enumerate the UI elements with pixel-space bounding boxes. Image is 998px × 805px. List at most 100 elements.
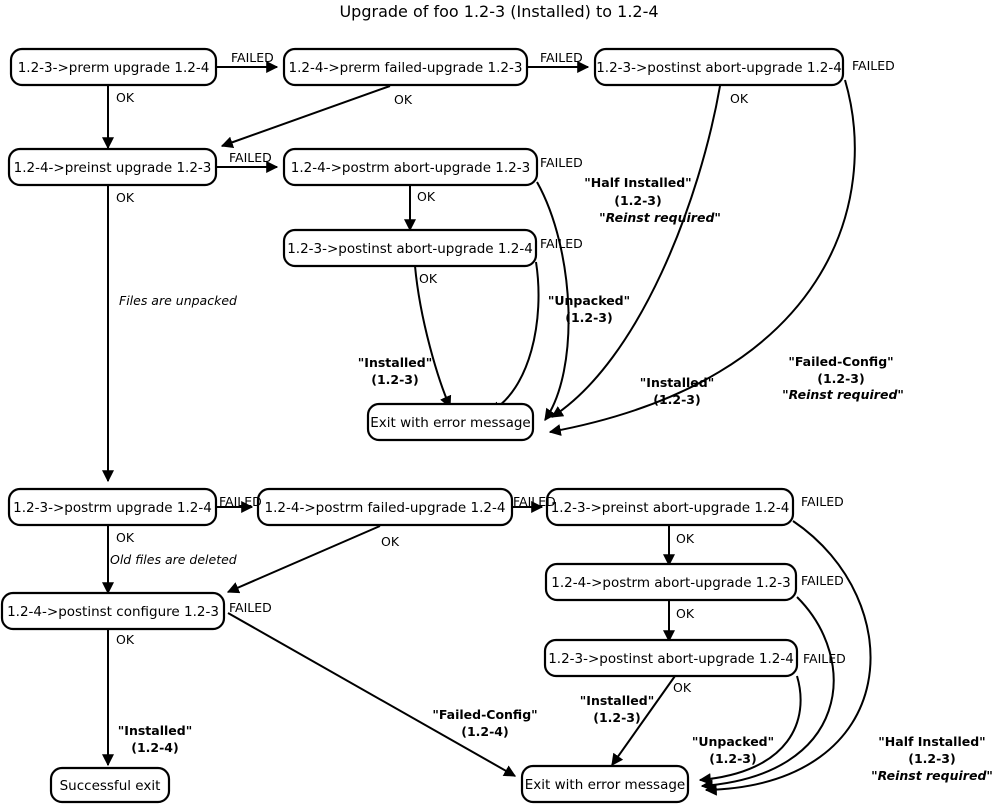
edge-n6-exit1-ok <box>414 265 452 409</box>
node-n8-label: 1.2-3->postrm upgrade 1.2-4 <box>13 500 212 516</box>
edge-n13-exit2-failed <box>227 612 517 777</box>
state-installed-bot-line1: "Installed" <box>580 693 654 708</box>
edge-label-n3-failed: FAILED <box>852 58 895 73</box>
node-n12[interactable]: 1.2-3->postinst abort-upgrade 1.2-4 <box>543 638 799 678</box>
node-n9[interactable]: 1.2-4->postrm failed-upgrade 1.2-4 <box>256 487 514 527</box>
state-half-installed-bot-line1: "Half Installed" <box>878 734 985 749</box>
state-half-installed-top-line2: (1.2-3) <box>614 193 661 208</box>
node-n11-label: 1.2-4->postrm abort-upgrade 1.2-3 <box>551 575 790 591</box>
node-n15-success[interactable]: Successful exit <box>49 766 171 804</box>
state-half-installed-top-line1: "Half Installed" <box>584 175 691 190</box>
edge-label-n8-n13-ok: OK <box>116 530 135 545</box>
state-failed-config-bot-line1: "Failed-Config" <box>432 707 537 722</box>
edge-label-n9-n13-ok: OK <box>381 534 400 549</box>
edge-label-n9-n10-failed: FAILED <box>513 494 556 509</box>
node-n15-label: Successful exit <box>60 778 161 794</box>
node-n6[interactable]: 1.2-3->postinst abort-upgrade 1.2-4 <box>282 228 538 268</box>
node-n10[interactable]: 1.2-3->preinst abort-upgrade 1.2-4 <box>545 487 795 527</box>
edge-label-n13-failed: FAILED <box>229 600 272 615</box>
node-n4[interactable]: 1.2-4->preinst upgrade 1.2-3 <box>7 147 218 187</box>
state-half-installed-top: "Half Installed" (1.2-3) "Reinst require… <box>584 175 721 225</box>
edge-label-n6-failed: FAILED <box>540 236 583 251</box>
node-n1[interactable]: 1.2-3->prerm upgrade 1.2-4 <box>9 47 218 87</box>
state-installed-top-left: "Installed" (1.2-3) <box>358 355 432 387</box>
edge-label-n4-n5-failed: FAILED <box>229 150 272 165</box>
edge-n2-n4-ok <box>220 85 391 149</box>
edge-label-n11-n12-ok: OK <box>676 606 695 621</box>
edge-label-n4-n8-ok: OK <box>116 190 135 205</box>
node-n2-label: 1.2-4->prerm failed-upgrade 1.2-3 <box>289 60 523 76</box>
edge-label-n2-n3-failed: FAILED <box>540 50 583 65</box>
state-installed-success-line1: "Installed" <box>118 723 192 738</box>
node-n5-label: 1.2-4->postrm abort-upgrade 1.2-3 <box>291 160 530 176</box>
state-failed-config-top-line3: "Reinst required" <box>782 387 904 402</box>
state-failed-config-top-line1: "Failed-Config" <box>788 354 893 369</box>
node-n13-label: 1.2-4->postinst configure 1.2-3 <box>7 604 219 620</box>
state-unpacked-bottom: "Unpacked" (1.2-3) <box>692 734 774 766</box>
node-n3[interactable]: 1.2-3->postinst abort-upgrade 1.2-4 <box>593 47 845 87</box>
state-half-installed-bot-line3: "Reinst required" <box>871 768 993 783</box>
edge-n10-exit2-failed <box>704 520 872 796</box>
edge-label-n3-ok: OK <box>730 91 749 106</box>
edge-label-n12-ok: OK <box>673 680 692 695</box>
edge-label-n8-n9-failed: FAILED <box>219 494 262 509</box>
node-n2[interactable]: 1.2-4->prerm failed-upgrade 1.2-3 <box>282 47 529 87</box>
edge-label-n5-n6-ok: OK <box>417 189 436 204</box>
state-unpacked-top: "Unpacked" (1.2-3) <box>548 293 630 325</box>
edge-n12-exit2-failed <box>698 675 802 786</box>
state-unpacked-bot-line2: (1.2-3) <box>709 751 756 766</box>
edge-n3-exit1-ok <box>550 85 721 418</box>
node-n4-label: 1.2-4->preinst upgrade 1.2-3 <box>14 160 212 176</box>
edge-label-n2-n4-ok: OK <box>394 92 413 107</box>
state-failed-config-top: "Failed-Config" (1.2-3) "Reinst required… <box>782 354 904 402</box>
state-unpacked-bot-line1: "Unpacked" <box>692 734 774 749</box>
state-half-installed-bot-line2: (1.2-3) <box>908 751 955 766</box>
edge-label-n12-failed: FAILED <box>803 651 846 666</box>
note-old-files-deleted: Old files are deleted <box>110 552 237 567</box>
edge-label-n10-n11-ok: OK <box>676 531 695 546</box>
state-installed-bot-line2: (1.2-3) <box>593 710 640 725</box>
edge-label-n5-failed: FAILED <box>540 155 583 170</box>
node-n5[interactable]: 1.2-4->postrm abort-upgrade 1.2-3 <box>282 147 539 187</box>
state-installed-top-right-line1: "Installed" <box>640 375 714 390</box>
node-n7-label: Exit with error message <box>370 415 530 431</box>
edge-label-n1-n4-ok: OK <box>116 90 135 105</box>
state-half-installed-bottom: "Half Installed" (1.2-3) "Reinst require… <box>871 734 993 783</box>
node-n14-exit[interactable]: Exit with error message <box>520 764 690 804</box>
state-installed-success-line2: (1.2-4) <box>131 740 178 755</box>
state-installed-top-right: "Installed" (1.2-3) <box>640 375 714 407</box>
node-n13[interactable]: 1.2-4->postinst configure 1.2-3 <box>0 591 226 631</box>
node-n6-label: 1.2-3->postinst abort-upgrade 1.2-4 <box>287 241 533 257</box>
node-n14-label: Exit with error message <box>525 777 685 793</box>
edge-label-n10-failed: FAILED <box>801 494 844 509</box>
edge-n3-exit1-failed <box>548 79 856 436</box>
edge-n5-exit1-failed <box>536 181 570 421</box>
edge-label-n1-n2-failed: FAILED <box>231 50 274 65</box>
edge-label-n11-failed: FAILED <box>801 573 844 588</box>
page-title: Upgrade of foo 1.2-3 (Installed) to 1.2-… <box>339 2 659 21</box>
node-n11[interactable]: 1.2-4->postrm abort-upgrade 1.2-3 <box>544 562 798 602</box>
node-n1-label: 1.2-3->prerm upgrade 1.2-4 <box>18 60 210 76</box>
state-installed-success: "Installed" (1.2-4) <box>118 723 192 755</box>
node-n12-label: 1.2-3->postinst abort-upgrade 1.2-4 <box>548 651 794 667</box>
edge-label-n13-n15-ok: OK <box>116 632 135 647</box>
node-n8[interactable]: 1.2-3->postrm upgrade 1.2-4 <box>7 487 218 527</box>
state-installed-top-right-line2: (1.2-3) <box>653 392 700 407</box>
state-failed-config-bot-line2: (1.2-4) <box>461 724 508 739</box>
edge-n6-exit1-failed <box>488 261 540 413</box>
edge-n9-n13-ok <box>226 525 381 594</box>
state-unpacked-top-line1: "Unpacked" <box>548 293 630 308</box>
note-files-unpacked: Files are unpacked <box>119 293 237 308</box>
edge-n11-exit2-failed <box>700 596 835 792</box>
node-n3-label: 1.2-3->postinst abort-upgrade 1.2-4 <box>596 60 842 76</box>
state-unpacked-top-line2: (1.2-3) <box>565 310 612 325</box>
state-failed-config-top-line2: (1.2-3) <box>817 371 864 386</box>
state-failed-config-bottom: "Failed-Config" (1.2-4) <box>432 707 537 739</box>
node-n9-label: 1.2-4->postrm failed-upgrade 1.2-4 <box>265 500 506 516</box>
state-installed-top-left-line2: (1.2-3) <box>371 372 418 387</box>
node-n7-exit[interactable]: Exit with error message <box>366 402 535 442</box>
edge-n12-exit2-ok <box>611 675 676 766</box>
node-n10-label: 1.2-3->preinst abort-upgrade 1.2-4 <box>551 500 790 516</box>
